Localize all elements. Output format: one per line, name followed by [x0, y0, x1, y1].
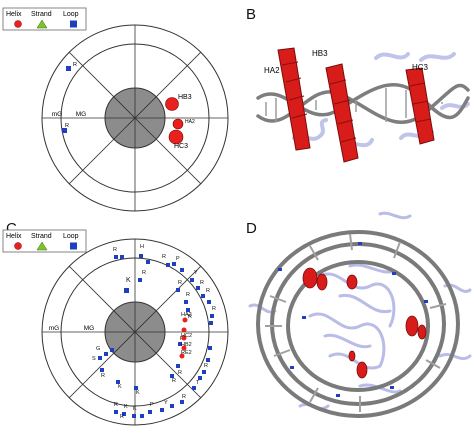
legend-a: Helix Strand Loop — [2, 7, 87, 31]
zone-label-mg-inner: MG — [84, 325, 94, 332]
residue-label: Y — [164, 400, 168, 406]
panel-c-diagram: Helix Strand Loop MG mG — [2, 229, 229, 426]
strand-symbol-icon — [36, 19, 48, 29]
residue-label: R — [186, 292, 190, 298]
residue-label: H — [140, 244, 144, 250]
residue-label: Y — [194, 270, 198, 276]
panel-b-structure: HA2 HB3 HC3 — [256, 47, 470, 163]
residue-label: P — [176, 256, 180, 262]
panel-d-structure — [248, 211, 472, 418]
panel-c-letter: C — [6, 220, 17, 237]
panel-d-letter: D — [246, 220, 257, 237]
panel-a-diagram: Helix Strand Loop MG mG R R HB3 HA2 HC3 — [2, 7, 229, 212]
panel-b-letter: B — [246, 6, 257, 23]
residue-label: R — [204, 363, 208, 369]
protein-loops — [292, 52, 470, 150]
helix-symbol-icon — [14, 20, 22, 28]
residue-label: K — [118, 384, 122, 390]
loop-symbol-icon — [70, 242, 77, 250]
helix-label-ha2: HA2 — [264, 66, 280, 75]
loop-residue — [62, 128, 67, 133]
strand-symbol-icon — [36, 241, 48, 251]
helix-label-hb3: HB3 — [312, 49, 328, 58]
zone-label-mg-outer: mG — [49, 325, 59, 332]
residue-label: K — [133, 406, 137, 412]
loop-symbol-icon — [70, 20, 77, 28]
helix-label-re2: RE2 — [181, 350, 192, 356]
residue-label: R — [162, 254, 166, 260]
legend-strand-label: Strand — [31, 11, 52, 18]
residue-label: R — [200, 280, 204, 286]
residue-label: R — [178, 280, 182, 286]
residue-label: R — [178, 370, 182, 376]
residue-label: R — [206, 288, 210, 294]
residue-label: R — [120, 414, 124, 420]
legend-helix-label: Helix — [6, 233, 22, 240]
helix-residue — [168, 129, 184, 145]
helix-label-hc3: HC3 — [174, 143, 188, 150]
helix-residue — [165, 97, 179, 111]
helix-label-hb3: HB3 — [178, 94, 192, 101]
helix-label-ha2: HA2 — [185, 119, 195, 125]
helix-ribbons — [302, 267, 427, 379]
residue-label: R — [101, 373, 105, 379]
helix-label-hc3: HC3 — [412, 63, 429, 72]
residue-label: R — [172, 378, 176, 384]
residue-label: G — [96, 346, 100, 352]
residue-label: P — [150, 402, 154, 408]
legend-c: Helix Strand Loop — [2, 229, 87, 253]
residue-label: R — [188, 314, 192, 320]
legend-loop-label: Loop — [63, 233, 79, 240]
residue-label: K — [126, 277, 131, 284]
dna-base-pairs — [265, 88, 443, 122]
legend-helix-label: Helix — [6, 11, 22, 18]
helix-label-hb2: HB2 — [181, 342, 192, 348]
dna-contact-marks — [278, 242, 428, 397]
helix-symbol-icon — [14, 242, 22, 250]
helix-label-hc2: HC2 — [181, 333, 192, 339]
residue-label: K — [136, 390, 140, 396]
residue-label: R — [65, 123, 69, 129]
dna-superhelix — [256, 230, 460, 418]
residue-labels: R H R P Y R R R K R R R R G S K K R R R … — [92, 244, 216, 420]
residue-label: T — [196, 380, 200, 386]
residue-label: R — [212, 306, 216, 312]
loop-residue — [66, 66, 71, 71]
residue-label: R — [113, 247, 117, 253]
residue-label: R — [114, 402, 118, 408]
residue-label: S — [92, 356, 96, 362]
residue-label: R — [182, 394, 186, 400]
dna-base-pairs — [265, 233, 447, 412]
histone-core — [248, 211, 472, 411]
helix-residues — [179, 317, 188, 359]
helix-ribbons — [277, 47, 435, 163]
residue-label: R — [142, 270, 146, 276]
helix-residue — [172, 118, 184, 130]
residue-label: K — [124, 404, 128, 410]
zone-label-mg-inner: MG — [76, 111, 86, 118]
loop-residues — [98, 254, 214, 418]
legend-loop-label: Loop — [63, 11, 79, 18]
legend-strand-label: Strand — [31, 233, 52, 240]
zone-label-mg-outer: mG — [52, 111, 62, 118]
residue-label: R — [73, 62, 77, 68]
helix-label-ha2: HA2 — [181, 312, 192, 318]
